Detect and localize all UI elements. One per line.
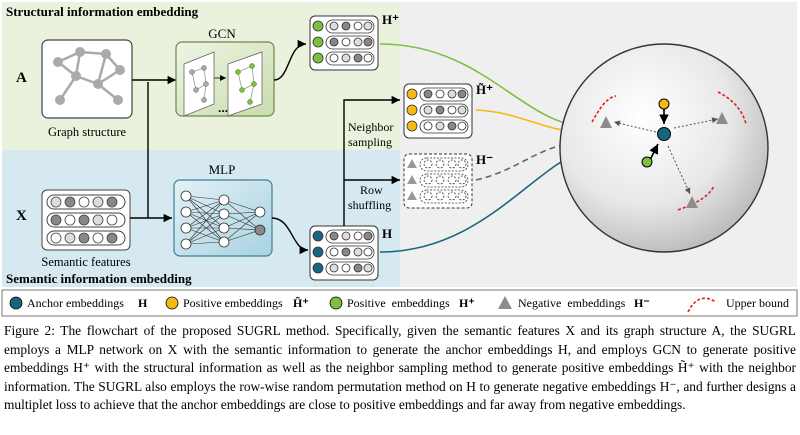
input-a-label: A (16, 70, 27, 86)
legend-negative: Negative embeddings (518, 296, 626, 310)
h-minus-label: H⁻ (476, 152, 493, 167)
mlp-label: MLP (209, 162, 236, 177)
row-label: Row (360, 183, 383, 197)
h-tilde-plus-label: H̃⁺ (476, 82, 493, 97)
sampling-label: sampling (348, 135, 392, 149)
legend-negative-sym: H⁻ (634, 296, 650, 310)
legend-positive-sym: H⁺ (459, 296, 475, 310)
h-anchor-embedding (309, 225, 379, 281)
h-plus-embedding (309, 15, 379, 71)
h-label: H (382, 226, 392, 241)
input-x-label: X (16, 208, 27, 224)
shuffling-label: shuffling (348, 198, 391, 212)
legend-positive-tilde: Positive embeddings (183, 296, 283, 310)
h-plus-label: H⁺ (382, 12, 399, 27)
h-tilde-plus-embedding (403, 83, 473, 139)
graph-structure-label: Graph structure (48, 125, 127, 139)
semantic-title: Semantic information embedding (6, 271, 192, 286)
legend-anchor: Anchor embeddings (27, 296, 124, 310)
gcn-label: GCN (208, 26, 236, 41)
neighbor-label: Neighbor (348, 120, 393, 134)
legend-upper-bound: Upper bound (726, 296, 789, 310)
legend: Anchor embeddings H Positive embeddings … (1, 289, 798, 317)
gcn-ellipsis: ... (218, 101, 228, 115)
legend-positive-tilde-sym: H̃⁺ (293, 296, 309, 310)
mlp-module (173, 179, 273, 257)
legend-positive: Positive embeddings (347, 296, 450, 310)
semantic-features-label: Semantic features (41, 255, 130, 269)
graph-structure (41, 39, 133, 119)
figure-caption: Figure 2: The flowchart of the proposed … (4, 323, 796, 413)
embedding-sphere (559, 43, 769, 253)
sugrl-flowchart: Structural information embedding Semanti… (1, 2, 798, 317)
legend-anchor-sym: H (138, 296, 148, 310)
gcn-module: ... (175, 41, 275, 117)
structural-title: Structural information embedding (6, 4, 199, 19)
h-minus-embedding (403, 153, 473, 209)
semantic-feature-matrix (41, 189, 131, 251)
